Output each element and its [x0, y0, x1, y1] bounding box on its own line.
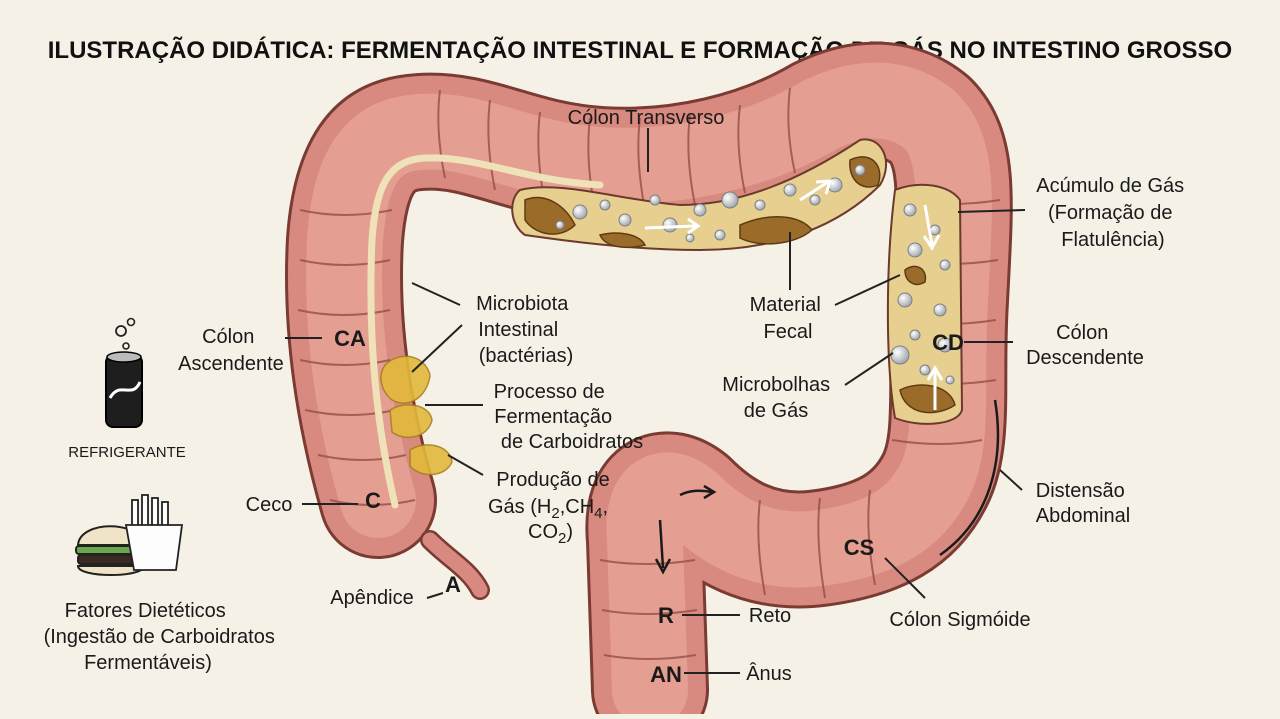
label-colon-sigmoide: Cólon Sigmóide: [889, 609, 1030, 631]
taenia-coli: [367, 154, 604, 509]
labels: Cólon Transverso Acúmulo de Gás (Formaçã…: [178, 107, 1189, 685]
fries-icon: [124, 494, 184, 571]
label-ceco: Ceco: [246, 494, 293, 516]
label-producao-gas-formula: Gás (H2,CH4,: [488, 496, 608, 522]
code-cs: CS: [844, 535, 875, 560]
label-fatores-dieteticos: Fatores Dietéticos (Ingestão de Carboidr…: [44, 600, 281, 674]
label-microbiota: Microbiota Intestinal (bactérias): [476, 293, 574, 367]
label-colon-ascendente: Cólon Ascendente: [178, 326, 284, 375]
label-refrigerante: REFRIGERANTE: [68, 444, 186, 461]
code-ca: CA: [334, 326, 366, 351]
label-colon-descendente: Cólon Descendente: [1026, 322, 1144, 369]
label-reto: Reto: [749, 605, 791, 627]
label-processo-fermentacao: Processo de Fermentação de Carboidratos: [494, 381, 644, 453]
code-a: A: [445, 572, 461, 597]
label-producao-gas-co2: CO2): [528, 521, 573, 547]
region-codes: CA C A CD CS R AN: [334, 326, 964, 687]
label-microbolhas: Microbolhas de Gás: [722, 374, 835, 422]
gas-bubbles: [555, 164, 955, 385]
leader-lines: [285, 128, 1026, 674]
descending-cutaway: [886, 183, 964, 425]
code-cd: CD: [932, 330, 964, 355]
flow-arrows: [644, 179, 944, 410]
code-r: R: [658, 603, 674, 628]
code-c: C: [365, 488, 381, 513]
large-intestine: [285, 41, 1013, 719]
label-apendice: Apêndice: [330, 587, 413, 609]
label-producao-gas: Produção de: [496, 469, 609, 491]
distension-arc: [939, 399, 1000, 557]
dietary-factors: REFRIGERANTE Fatores Dietéticos (Ingestã…: [44, 317, 281, 674]
burger-icon: [75, 525, 147, 576]
label-distensao: Distensão Abdominal: [1036, 480, 1131, 527]
colon-tube-inner: [306, 62, 992, 719]
code-an: AN: [650, 662, 682, 687]
label-acumulo-gas: Acúmulo de Gás (Formação de Flatulência): [1036, 175, 1189, 251]
label-material-fecal: Material Fecal: [750, 294, 827, 343]
rectum-arrows: [654, 484, 717, 575]
page-title: ILUSTRAÇÃO DIDÁTICA: FERMENTAÇÃO INTESTI…: [48, 36, 1232, 64]
label-colon-transverso: Cólon Transverso: [568, 107, 725, 129]
soda-can-icon: [105, 317, 143, 428]
fecal-material: [524, 156, 956, 414]
fermentation-patches: [380, 355, 453, 476]
label-anus: Ânus: [746, 662, 792, 685]
